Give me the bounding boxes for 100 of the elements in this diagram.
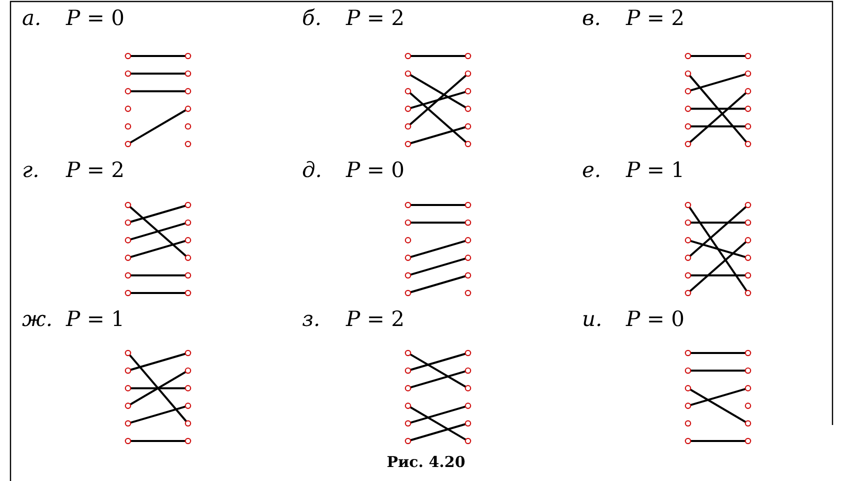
terminal-dot — [124, 123, 132, 130]
terminal-dot — [404, 123, 412, 130]
terminal-dot — [684, 88, 692, 94]
terminal-dot — [744, 123, 752, 130]
terminal-dot — [124, 202, 132, 208]
terminal-dot — [684, 140, 692, 148]
connector-line — [410, 353, 466, 388]
terminal-dot — [464, 88, 472, 94]
connector-line — [688, 206, 748, 292]
terminal-dot — [464, 385, 472, 392]
terminal-dot — [744, 237, 752, 244]
terminal-dot — [124, 402, 132, 409]
terminal-dot — [404, 385, 412, 392]
terminal-dot — [744, 202, 752, 208]
terminal-dot — [184, 52, 192, 60]
connector-line — [690, 388, 746, 406]
terminal-dot — [124, 52, 132, 60]
terminal-dot — [684, 202, 692, 208]
terminal-dot — [744, 219, 752, 226]
terminal-dot — [464, 254, 472, 261]
panel-letter: в. — [582, 6, 601, 30]
count-formula: P = 0 — [66, 6, 124, 30]
terminal-dot — [124, 438, 132, 444]
terminal-dot — [404, 367, 412, 374]
terminal-dot — [124, 88, 132, 94]
connector-line — [690, 222, 746, 224]
terminal-dot — [464, 290, 472, 296]
terminal-dot — [744, 385, 752, 392]
terminal-dot — [184, 70, 192, 77]
panel-letter: а. — [22, 6, 42, 30]
connector-line — [690, 55, 746, 57]
panel-letter: д. — [302, 158, 322, 182]
terminal-dot — [124, 290, 132, 296]
connector-line — [689, 241, 747, 292]
terminal-dot — [184, 350, 192, 356]
terminal-dot — [744, 52, 752, 60]
terminal-dot — [684, 438, 692, 444]
terminal-dot — [464, 52, 472, 60]
terminal-dot — [184, 402, 192, 409]
terminal-dot — [404, 52, 412, 60]
terminal-dot — [124, 70, 132, 77]
terminal-dot — [404, 272, 412, 279]
terminal-dot — [684, 70, 692, 77]
connector-line — [410, 126, 466, 144]
terminal-dot — [184, 123, 192, 130]
terminal-dot — [184, 254, 192, 261]
connector-line — [688, 74, 748, 143]
terminal-dot — [464, 367, 472, 374]
terminal-dot — [184, 385, 192, 392]
terminal-dot — [464, 438, 472, 444]
terminal-dot — [184, 219, 192, 226]
terminal-dot — [124, 420, 132, 427]
connector-line — [130, 274, 186, 276]
connector-line — [409, 92, 467, 144]
terminal-dot — [464, 219, 472, 226]
terminal-dot — [124, 237, 132, 244]
terminal-dot — [404, 140, 412, 148]
terminal-dot — [404, 202, 412, 208]
connector-line — [410, 352, 466, 371]
terminal-dot — [464, 140, 472, 148]
terminal-dot — [684, 219, 692, 226]
terminal-dot — [684, 385, 692, 392]
connector-line — [410, 222, 466, 224]
terminal-dot — [744, 420, 752, 427]
terminal-dot — [464, 202, 472, 208]
connector-line — [410, 240, 466, 258]
count-formula: P = 0 — [626, 307, 684, 331]
terminal-dot — [744, 350, 752, 356]
connector-line — [130, 240, 186, 258]
terminal-dot — [464, 402, 472, 409]
terminal-dot — [404, 350, 412, 356]
connector-line — [690, 274, 746, 276]
terminal-dot — [684, 290, 692, 296]
connector-line — [689, 206, 747, 257]
terminal-dot — [744, 88, 752, 94]
connector-line — [690, 352, 746, 354]
terminal-dot — [124, 385, 132, 392]
connector-line — [690, 73, 746, 92]
terminal-dot — [744, 254, 752, 261]
terminal-dot — [464, 123, 472, 130]
terminal-dot — [184, 106, 192, 112]
connector-line — [130, 222, 186, 240]
connector-line — [410, 370, 466, 388]
connector-line — [410, 406, 466, 441]
connector-line — [410, 74, 466, 108]
connector-line — [410, 55, 466, 57]
terminal-dot — [184, 290, 192, 296]
connector-line — [410, 90, 466, 110]
terminal-dot — [464, 237, 472, 244]
terminal-dot — [184, 140, 192, 148]
panel-letter: е. — [582, 158, 602, 182]
terminal-dot — [404, 402, 412, 409]
count-formula: P = 0 — [346, 158, 404, 182]
terminal-dot — [124, 272, 132, 279]
connector-line — [690, 125, 746, 128]
terminal-dot — [684, 402, 692, 409]
terminal-dot — [124, 140, 132, 148]
count-formula: P = 2 — [346, 307, 404, 331]
connector-line — [130, 109, 186, 144]
terminal-dot — [404, 237, 412, 244]
